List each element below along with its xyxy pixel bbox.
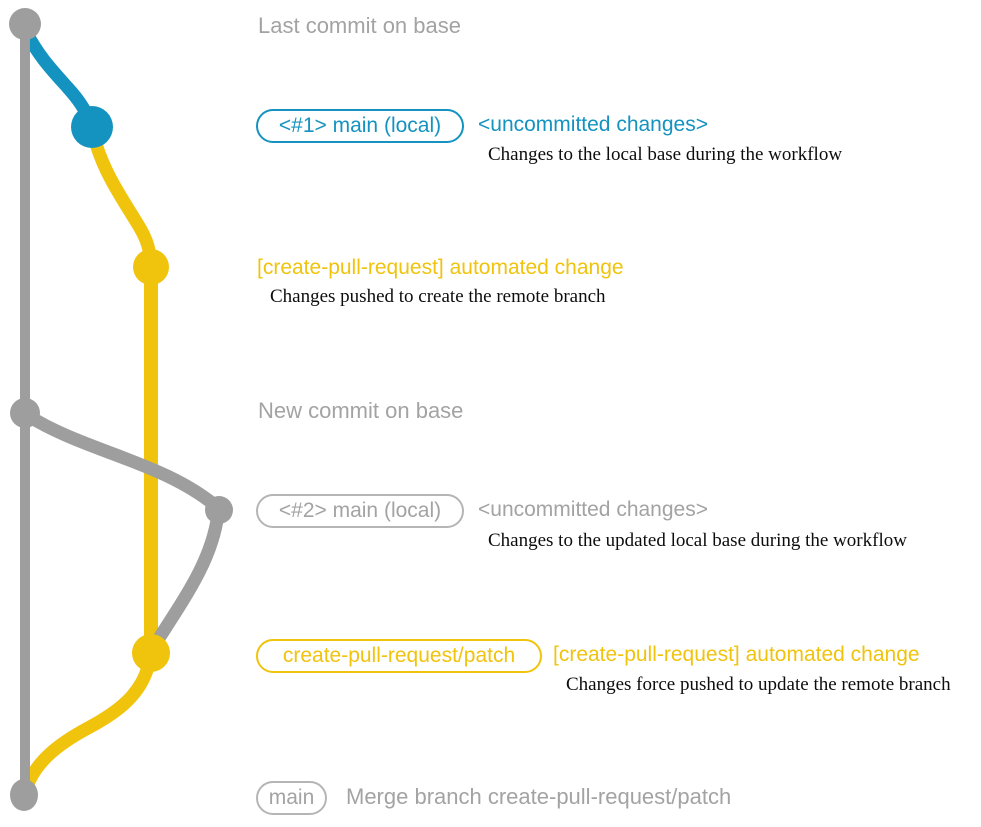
automated-change-heading-1: [create-pull-request] automated change [257, 256, 624, 279]
badge-patch-branch-text: create-pull-request/patch [282, 644, 516, 667]
commit-node-local-main-2 [205, 496, 233, 524]
uncommitted-changes-description-2: Changes to the updated local base during… [488, 530, 907, 551]
badge-main-local-1: <#1> main (local) [256, 109, 464, 143]
automated-change-description-1: Changes pushed to create the remote bran… [270, 286, 606, 307]
patch-branch-upper-line [89, 137, 158, 271]
badge-main-local-2: <#2> main (local) [256, 494, 464, 528]
uncommitted-changes-description-1: Changes to the local base during the wor… [488, 144, 843, 165]
uncommitted-changes-heading-2: <uncommitted changes> [478, 498, 708, 521]
merge-branch-heading: Merge branch create-pull-request/patch [346, 784, 732, 809]
commit-node-merge [10, 779, 38, 811]
automated-change-description-2: Changes force pushed to update the remot… [566, 674, 951, 695]
rebase-out-line [20, 408, 225, 515]
badge-patch-branch: create-pull-request/patch [256, 639, 542, 673]
new-commit-label: New commit on base [258, 398, 464, 423]
badge-main-local-2-text: <#2> main (local) [278, 499, 442, 522]
last-commit-label: Last commit on base [258, 13, 461, 38]
commit-node-new-base [10, 398, 40, 428]
badge-main: main [256, 781, 327, 815]
commit-node-last-base [9, 8, 41, 40]
badge-main-local-1-text: <#1> main (local) [278, 114, 442, 137]
badge-main-text: main [268, 786, 315, 809]
rebase-back-line [147, 507, 225, 653]
commit-node-patch-1 [133, 249, 169, 285]
uncommitted-changes-heading-1: <uncommitted changes> [478, 113, 708, 136]
commit-node-patch-2 [132, 634, 170, 672]
git-graph [9, 8, 233, 811]
patch-merge-line [19, 660, 155, 797]
automated-change-heading-2: [create-pull-request] automated change [553, 643, 920, 666]
commit-node-local-main-1 [71, 106, 113, 148]
